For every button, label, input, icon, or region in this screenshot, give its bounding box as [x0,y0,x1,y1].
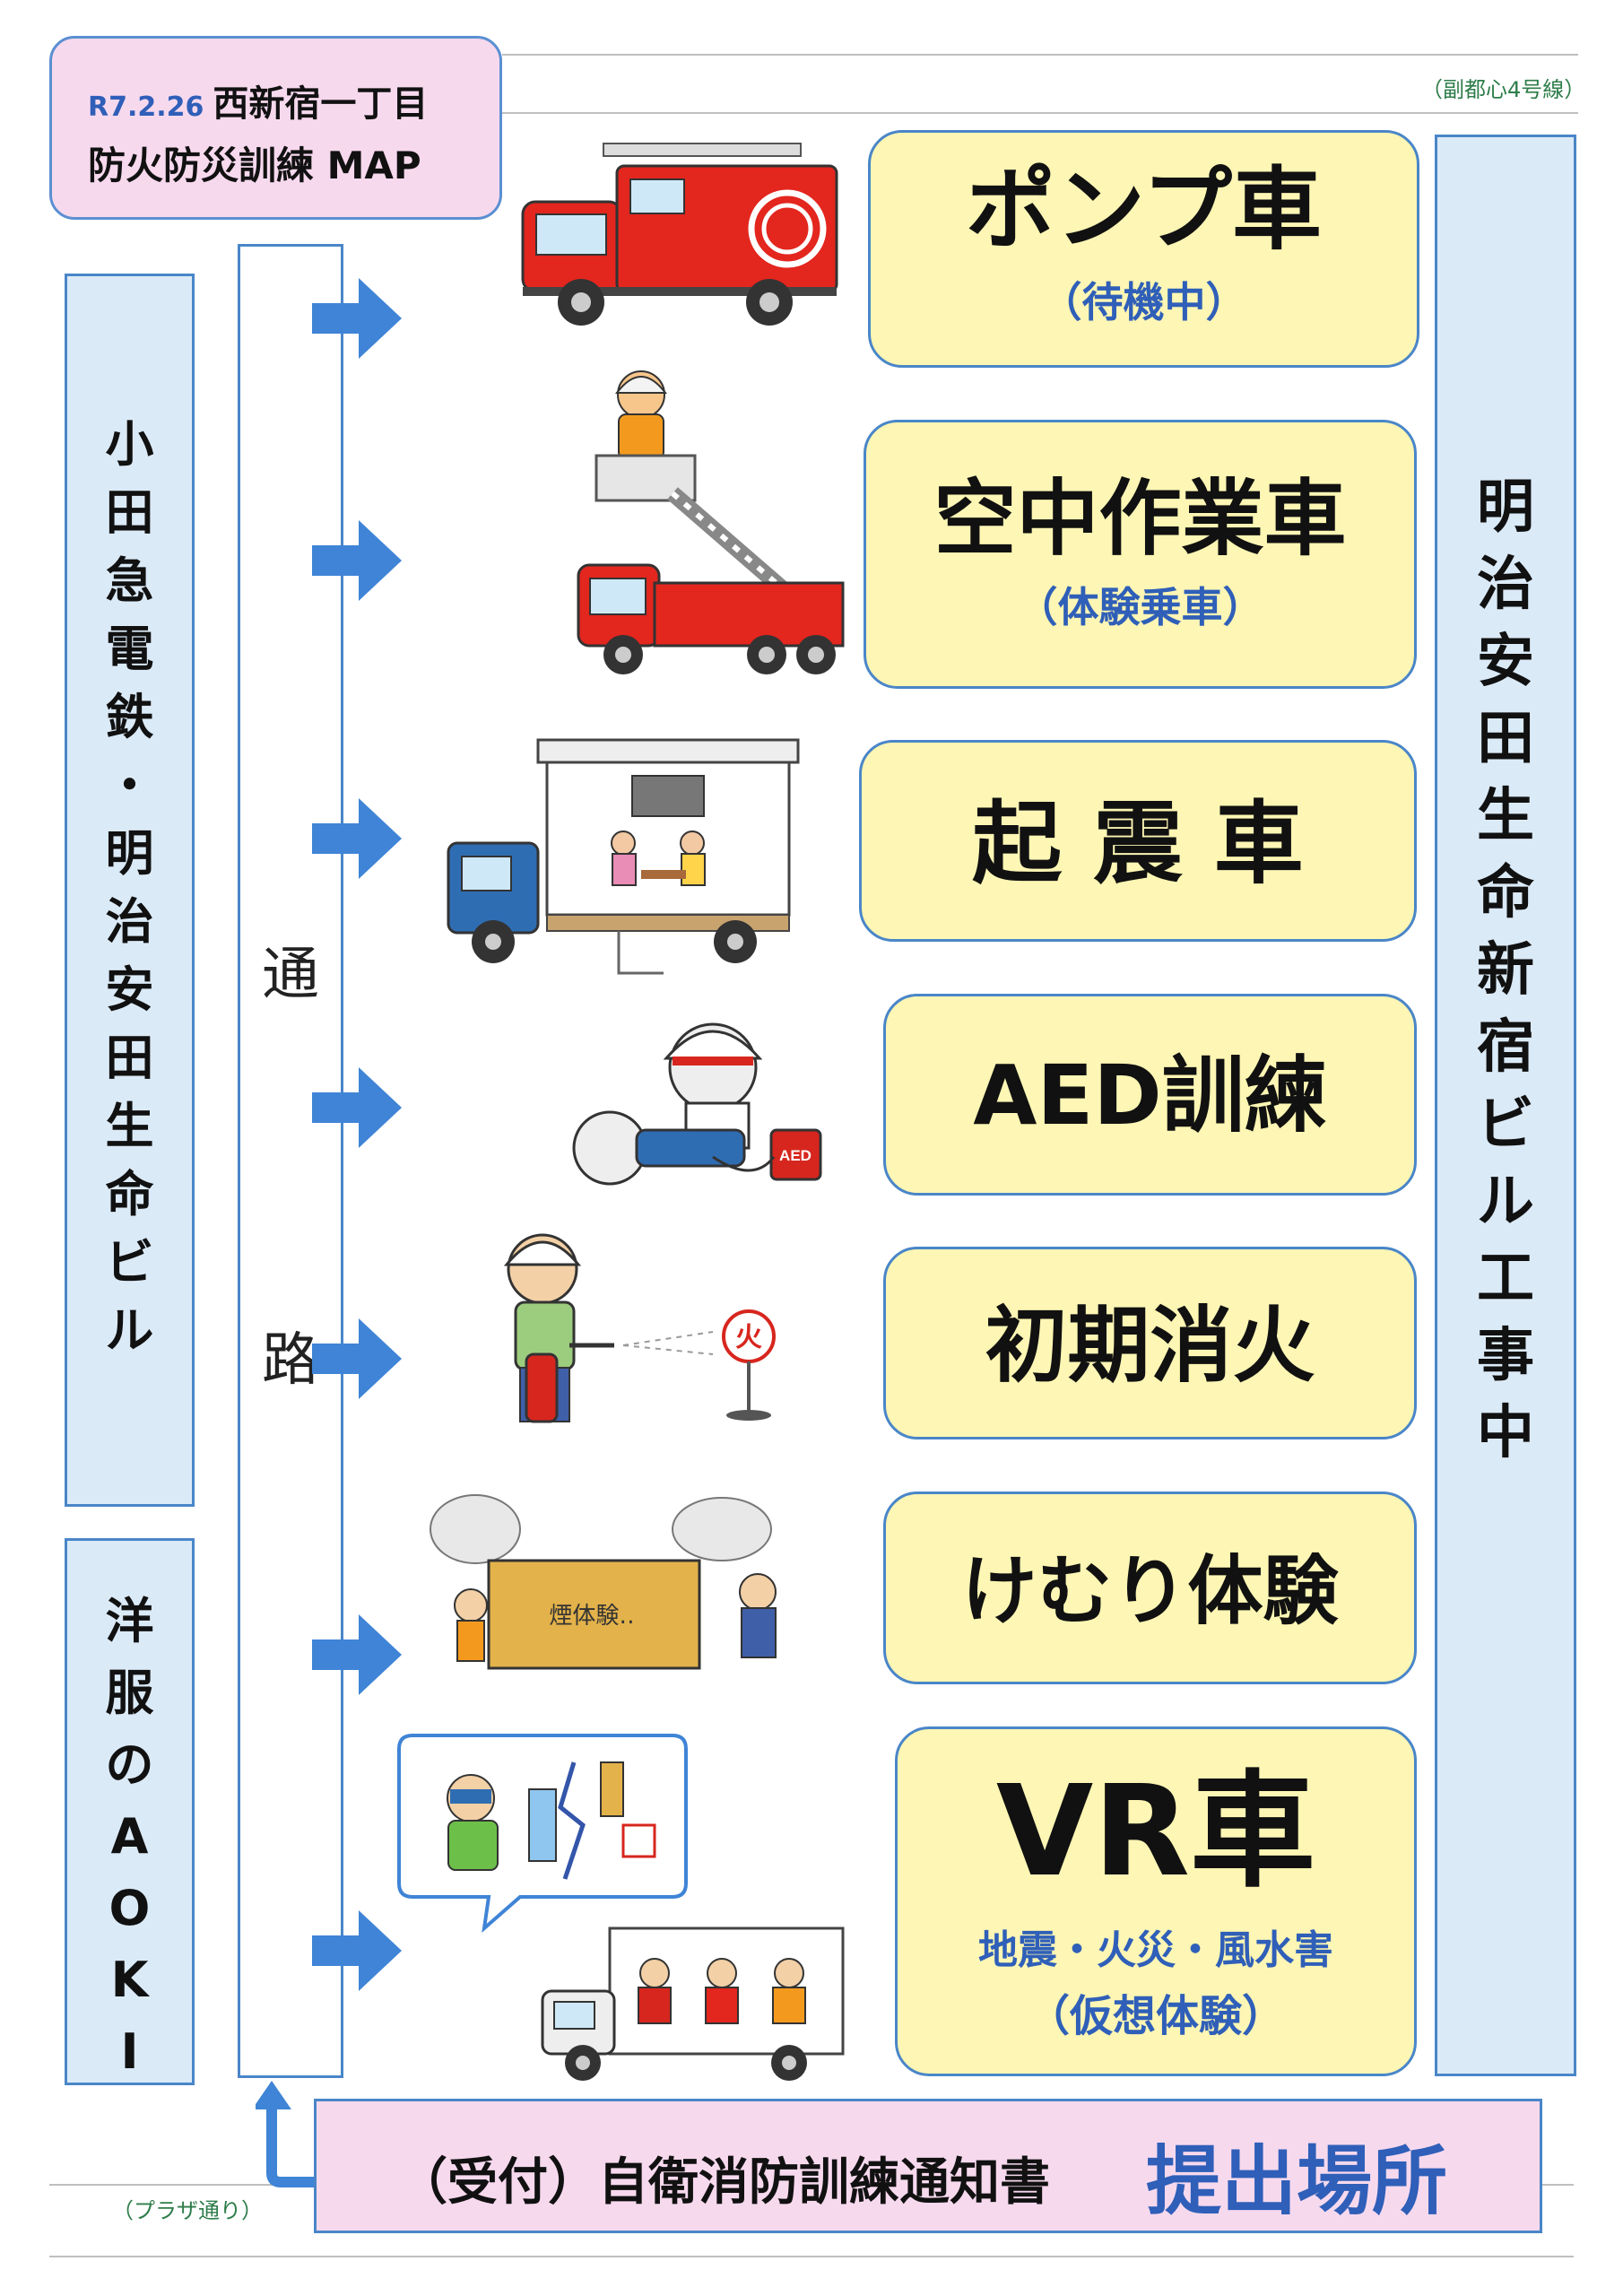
plaza-street-label: （プラザ通り） [112,2198,263,2223]
station-initial-firefighting: 初期消火 [883,1247,1417,1439]
station-earthquake-simulator: 起 震 車 [859,740,1417,942]
arrow-right-icon [312,1318,402,1399]
station-subtitle-2: （仮想体験） [1026,1991,1285,2041]
arrow-right-icon [312,278,402,359]
station-aerial-work-vehicle: 空中作業車 （体験乗車） [864,420,1417,689]
station-subtitle: （体験乗車） [1016,583,1264,631]
station-subtitle: 地震・火災・風水害 [978,1927,1333,1973]
building-odakyu-meiji-yasuda-label: 小田急電鉄・明治安田生命ビル [105,416,154,1359]
aed-training-illustration: AED [572,1022,822,1186]
arrow-right-icon [312,520,402,601]
station-title: VR車 [995,1759,1316,1905]
station-pump-truck: ポンプ車 （待機中） [868,130,1419,368]
station-title: 起 震 車 [972,791,1304,896]
building-meiji-yasuda-shinjuku-label: 明治安田生命新宿ビル工事中 [1477,474,1534,1466]
station-subtitle: （待機中） [1040,278,1247,326]
station-title: AED訓練 [973,1048,1327,1144]
walkway: 通 路 [238,244,343,2078]
arrow-right-icon [312,1614,402,1695]
vr-vehicle-illustration [541,1926,845,2081]
station-smoke-experience: けむり体験 [883,1492,1417,1684]
building-meiji-yasuda-shinjuku: 明治安田生命新宿ビル工事中 [1435,135,1576,2076]
top-frame-line-2 [502,112,1578,114]
vr-speech-bubble-illustration [397,1734,688,1933]
submission-place-label: 提出場所 [1146,2137,1448,2225]
event-date: R7.2.26 [88,91,204,123]
fire-target-sign: 火 [735,1322,762,1353]
area-name: 西新宿一丁目 [213,83,429,125]
station-title: けむり体験 [961,1547,1339,1635]
initial-firefighting-illustration: 火 [503,1233,776,1423]
smoke-experience-illustration: 煙体験‥ [430,1494,777,1670]
fire-pump-truck-illustration [521,143,838,326]
arrow-up-return-icon [256,2081,318,2187]
walkway-label-1: 通 [262,942,319,1008]
arrow-right-icon [312,798,402,879]
subway-label: （副都心4号線） [1421,77,1586,102]
aed-device-label: AED [779,1147,812,1164]
map-title-box: R7.2.26 西新宿一丁目 防火防災訓練 MAP [49,36,502,220]
building-odakyu-meiji-yasuda: 小田急電鉄・明治安田生命ビル [65,274,195,1507]
arrow-right-icon [312,1067,402,1148]
station-title: ポンプ車 [966,157,1322,262]
smoke-box-label: 煙体験‥ [549,1603,634,1630]
reception-box: （受付）自衛消防訓練通知書 提出場所 [314,2099,1542,2233]
map-title-line1: R7.2.26 西新宿一丁目 [88,74,428,126]
aerial-work-vehicle-illustration [577,370,845,674]
arrow-right-icon [312,1910,402,1991]
station-title: 初期消火 [985,1298,1315,1394]
station-title: 空中作業車 [933,471,1347,567]
top-frame-line [502,54,1578,56]
walkway-label-2: 路 [262,1327,319,1394]
station-aed-training: AED訓練 [883,994,1417,1196]
reception-label: （受付）自衛消防訓練通知書 [397,2153,1050,2212]
earthquake-simulator-truck-illustration [447,738,800,975]
map-title-line2: 防火防災訓練 MAP [88,144,421,187]
station-vr-vehicle: VR車 地震・火災・風水害 （仮想体験） [895,1726,1417,2076]
bottom-frame-line-2 [49,2256,1574,2257]
